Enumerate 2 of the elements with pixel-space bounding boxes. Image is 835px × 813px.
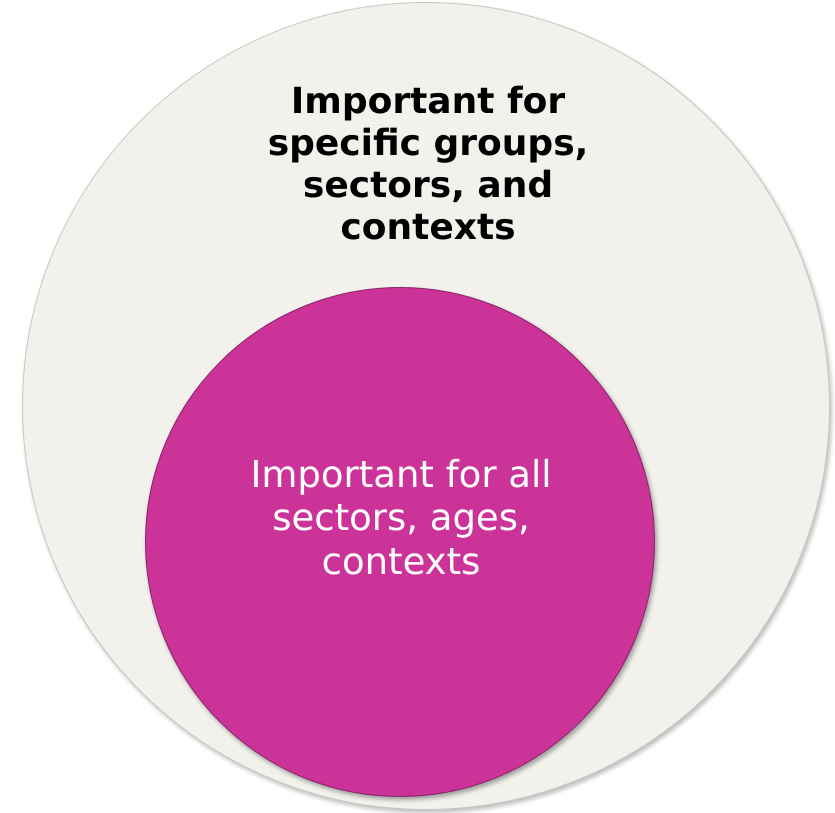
circle-label: Important for specific groups, sectors, and contexts bbox=[266, 81, 590, 250]
circle-label: Important for all sectors, ages, contexts bbox=[249, 453, 553, 583]
